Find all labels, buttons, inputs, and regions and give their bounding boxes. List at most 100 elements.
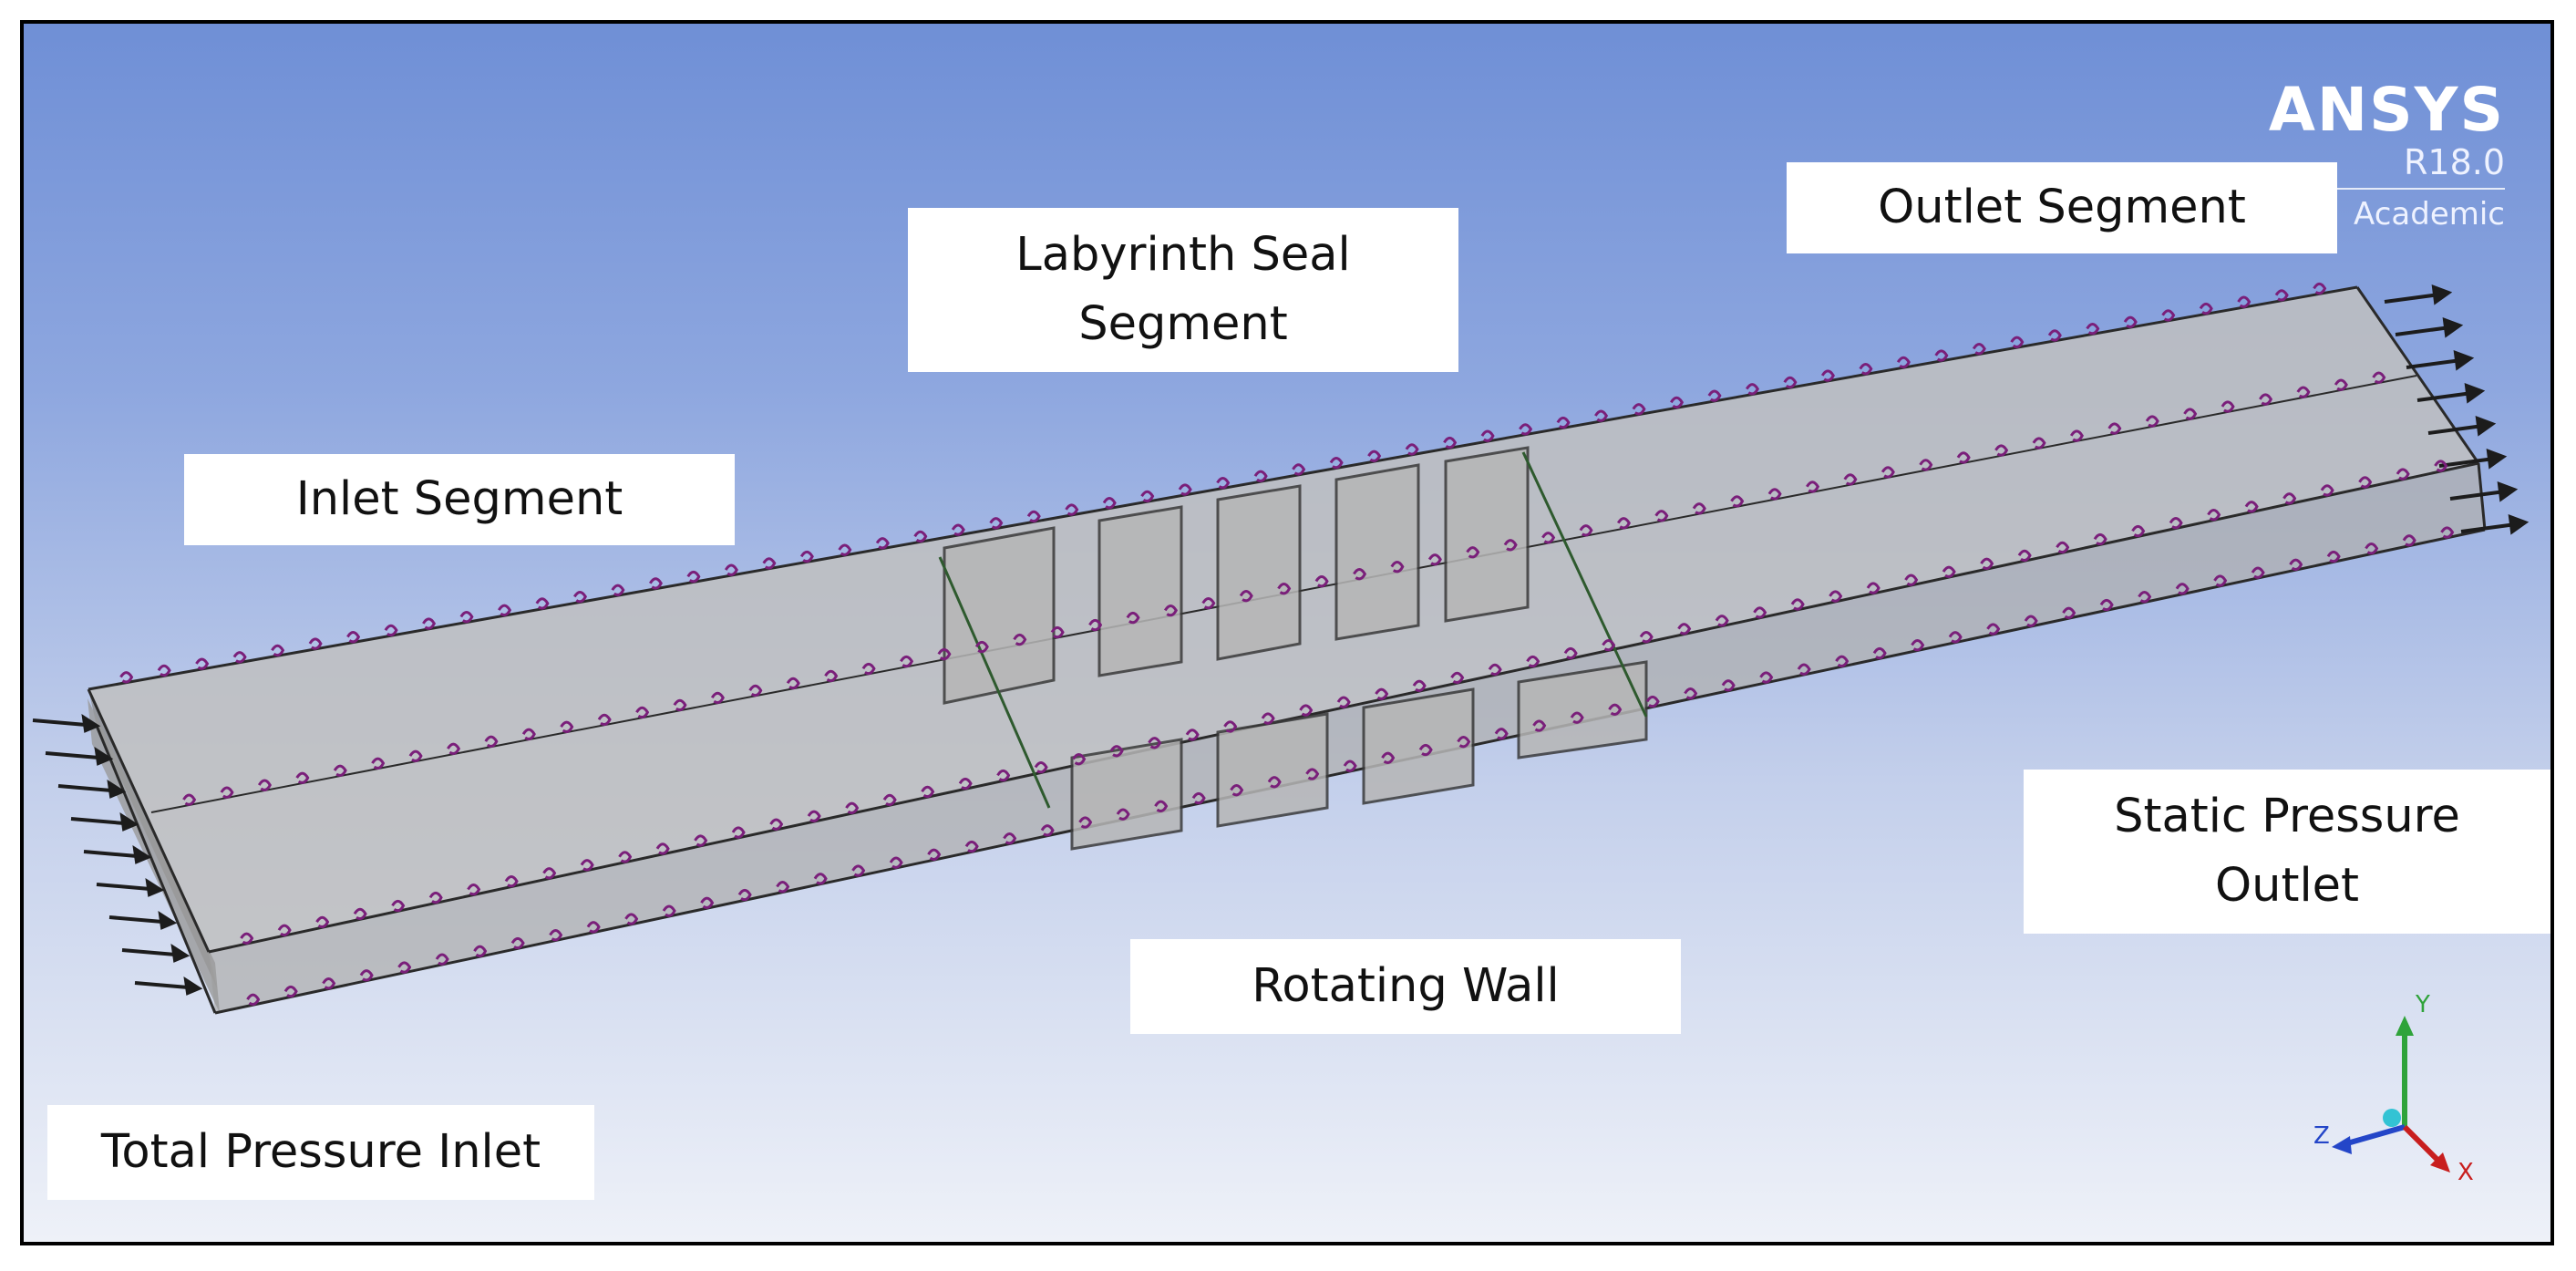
rotating-wall-marker-icon (786, 677, 800, 690)
rotating-wall-marker-icon (1972, 343, 1986, 356)
static-pressure-outlet-label: Static Pressure Outlet (2024, 770, 2550, 934)
rotating-wall-marker-icon (542, 867, 557, 880)
rotating-wall-marker-icon (1608, 703, 1623, 716)
rotating-wall-label: Rotating Wall (1130, 939, 1681, 1034)
rotating-wall-marker-icon (1450, 671, 1465, 685)
rotating-wall-marker-icon (2213, 574, 2228, 587)
rotating-wall-marker-icon (1602, 638, 1616, 652)
rotating-wall-marker-icon (2099, 598, 2114, 612)
total-pressure-inlet-label: Total Pressure Inlet (47, 1105, 594, 1200)
rotating-wall-marker-icon (700, 896, 715, 909)
static-pressure-outlet-arrows (2384, 284, 2530, 535)
rotating-wall-marker-icon (295, 771, 310, 784)
rotating-wall-marker-icon (724, 563, 738, 576)
rotating-wall-marker-icon (2440, 526, 2455, 539)
rotating-wall-marker-icon (1148, 737, 1162, 749)
rotating-wall-marker-icon (2296, 386, 2311, 398)
rotating-wall-marker-icon (1466, 546, 1480, 559)
rotating-wall-marker-icon (1753, 606, 1767, 619)
rotating-wall-marker-icon (1336, 696, 1351, 708)
outlet-segment-text: Outlet Segment (1878, 181, 2246, 234)
outlet-arrowhead-icon (2431, 284, 2453, 305)
inlet-arrowhead-icon (183, 976, 203, 996)
rotating-wall-marker-icon (748, 684, 763, 698)
rotating-wall-marker-icon (1707, 389, 1722, 402)
rotating-wall-marker-icon (1154, 800, 1169, 812)
rotating-wall-marker-icon (246, 993, 261, 1006)
outlet-arrow-icon (2406, 358, 2462, 369)
rotating-wall-marker-icon (673, 698, 687, 712)
rotating-wall-marker-icon (1050, 625, 1065, 639)
rotating-wall-marker-icon (2274, 289, 2289, 302)
rotating-wall-marker-icon (824, 669, 839, 683)
rotating-wall-marker-icon (710, 691, 725, 705)
outlet-arrowhead-icon (2464, 382, 2486, 404)
rotating-wall-marker-icon (1948, 631, 1963, 644)
rotating-wall-marker-icon (353, 907, 367, 921)
inlet-arrowhead-icon (170, 943, 191, 963)
rotating-wall-marker-icon (1003, 832, 1017, 845)
outlet-arrowhead-icon (2442, 316, 2464, 338)
rotating-wall-marker-icon (572, 590, 587, 604)
rotating-wall-marker-icon (1820, 369, 1835, 382)
rotating-wall-marker-icon (1632, 403, 1646, 416)
rotating-wall-marker-icon (1261, 712, 1275, 725)
outlet-arrowhead-icon (2453, 349, 2475, 371)
rotating-wall-marker-icon (913, 530, 928, 543)
graphics-viewport[interactable]: Inlet Segment Labyrinth Seal Segment Out… (20, 20, 2554, 1245)
rotating-wall-marker-icon (333, 764, 347, 777)
rotating-wall-marker-icon (875, 537, 890, 550)
rotating-wall-marker-icon (2320, 484, 2334, 497)
rotating-wall-marker-icon (586, 921, 601, 934)
rotating-wall-marker-icon (1503, 539, 1518, 552)
rotating-wall-marker-icon (1829, 590, 1843, 603)
rotating-wall-marker-icon (435, 953, 449, 966)
brand-version: R18.0 (2403, 142, 2505, 182)
rotating-wall-marker-icon (1116, 808, 1130, 821)
rotating-wall-marker-icon (958, 777, 973, 790)
rotating-wall-marker-icon (1375, 687, 1389, 700)
y-axis-label: Y (2415, 991, 2430, 1018)
z-axis-label: Z (2313, 1122, 2330, 1150)
rotating-wall-marker-icon (1109, 745, 1124, 758)
rotating-wall-marker-icon (2062, 606, 2076, 619)
rotating-wall-marker-icon (1956, 451, 1971, 464)
rotating-wall-marker-icon (635, 706, 650, 719)
rotating-wall-marker-icon (283, 985, 298, 998)
rotating-wall-marker-icon (1488, 663, 1502, 677)
rotating-wall-marker-icon (397, 961, 412, 974)
rotating-wall-marker-icon (1343, 760, 1357, 772)
x-axis-arrow-icon (2430, 1152, 2450, 1173)
rotating-wall-marker-icon (1563, 646, 1578, 660)
rotating-wall-marker-icon (459, 611, 474, 624)
rotating-wall-marker-icon (1480, 429, 1495, 442)
rotating-wall-marker-icon (1072, 753, 1087, 766)
rotating-wall-marker-icon (1367, 450, 1382, 462)
rotating-wall-marker-icon (937, 647, 952, 661)
rotating-wall-marker-icon (1866, 582, 1880, 594)
outlet-arrowhead-icon (2475, 415, 2497, 437)
rotating-wall-marker-icon (1353, 568, 1367, 581)
axis-triad[interactable]: Y Z X (2313, 990, 2496, 1209)
rotating-wall-marker-icon (271, 644, 285, 657)
rotating-wall-marker-icon (1677, 623, 1692, 636)
rotating-wall-marker-icon (1797, 663, 1811, 676)
rotating-wall-marker-icon (1201, 596, 1216, 610)
rotating-wall-marker-icon (655, 842, 670, 855)
rotating-wall-marker-icon (1253, 470, 1268, 482)
inlet-arrowhead-icon (119, 811, 139, 832)
rotating-wall-marker-icon (2402, 534, 2416, 547)
model-view[interactable] (24, 24, 2550, 1242)
rotating-wall-marker-icon (1526, 655, 1540, 668)
rotating-wall-marker-icon (618, 851, 633, 863)
rotating-wall-marker-icon (2032, 437, 2046, 450)
rotating-wall-marker-icon (2183, 408, 2198, 420)
rotating-wall-marker-icon (2251, 566, 2265, 579)
rotating-wall-marker-icon (2047, 329, 2062, 342)
inlet-arrowhead-icon (81, 713, 101, 733)
rotating-wall-marker-icon (2017, 549, 2032, 563)
triad-origin-icon (2383, 1109, 2401, 1127)
outlet-arrow-icon (2416, 391, 2473, 402)
rotating-wall-marker-icon (2169, 516, 2183, 530)
outlet-segment-label: Outlet Segment (1787, 162, 2337, 253)
